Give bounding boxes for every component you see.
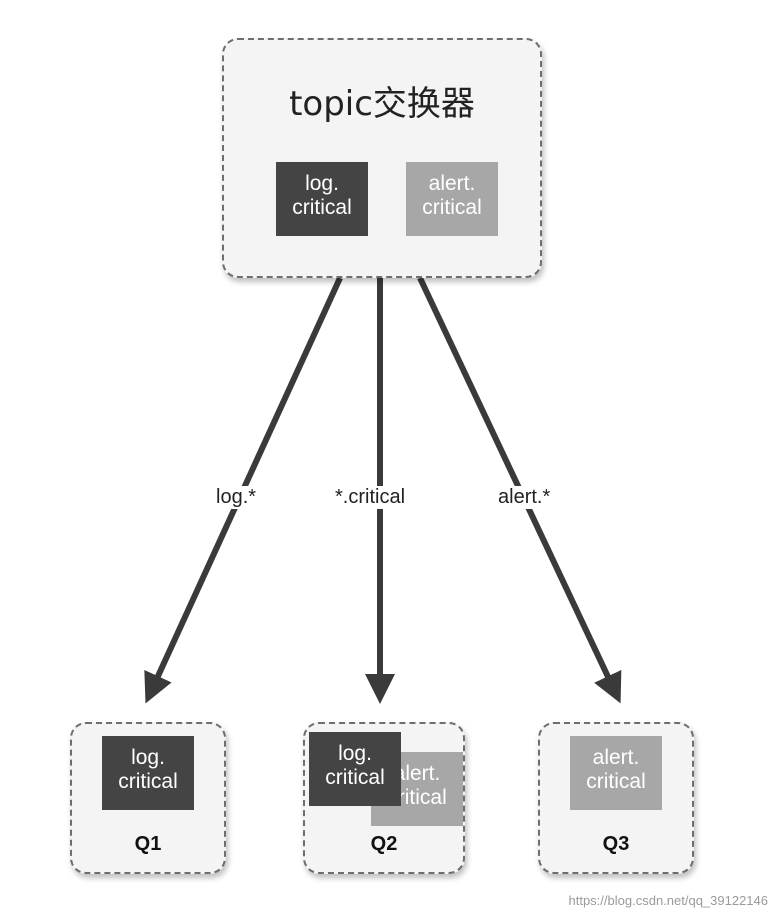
binding-label-q1: log.* [212,486,261,509]
message-line2: critical [118,770,178,793]
binding-label-q2: *.critical [331,486,410,509]
message-line1: alert. [592,746,640,769]
queue-q1: log. critical Q1 [70,722,226,874]
queue-q3: alert. critical Q3 [538,722,694,874]
exchange-title: topic交换器 [289,84,475,124]
topic-exchange: topic交换器 log. critical alert. critical [222,38,542,278]
message-alert-critical: alert. critical [570,736,662,810]
message-line1: alert. [428,172,476,195]
message-line2: critical [325,766,385,789]
message-line1: log. [305,172,339,195]
queue-q2: alert. critical log. critical Q2 [303,722,465,874]
message-line2: critical [292,196,352,219]
binding-label-q3: alert.* [494,486,555,509]
queue-name: Q2 [370,833,398,855]
message-line2: critical [586,770,646,793]
queue-name: Q3 [602,833,630,855]
watermark: https://blog.csdn.net/qq_39122146 [568,893,769,908]
message-alert-critical: alert. critical [406,162,498,236]
message-line2: critical [422,196,482,219]
message-line2: critical [387,786,447,809]
message-log-critical: log. critical [102,736,194,810]
message-line1: log. [131,746,165,769]
message-log-critical: log. critical [276,162,368,236]
message-log-critical: log. critical [309,732,401,806]
queue-name: Q1 [134,833,162,855]
message-line1: log. [338,742,372,765]
message-line1: alert. [393,762,441,785]
